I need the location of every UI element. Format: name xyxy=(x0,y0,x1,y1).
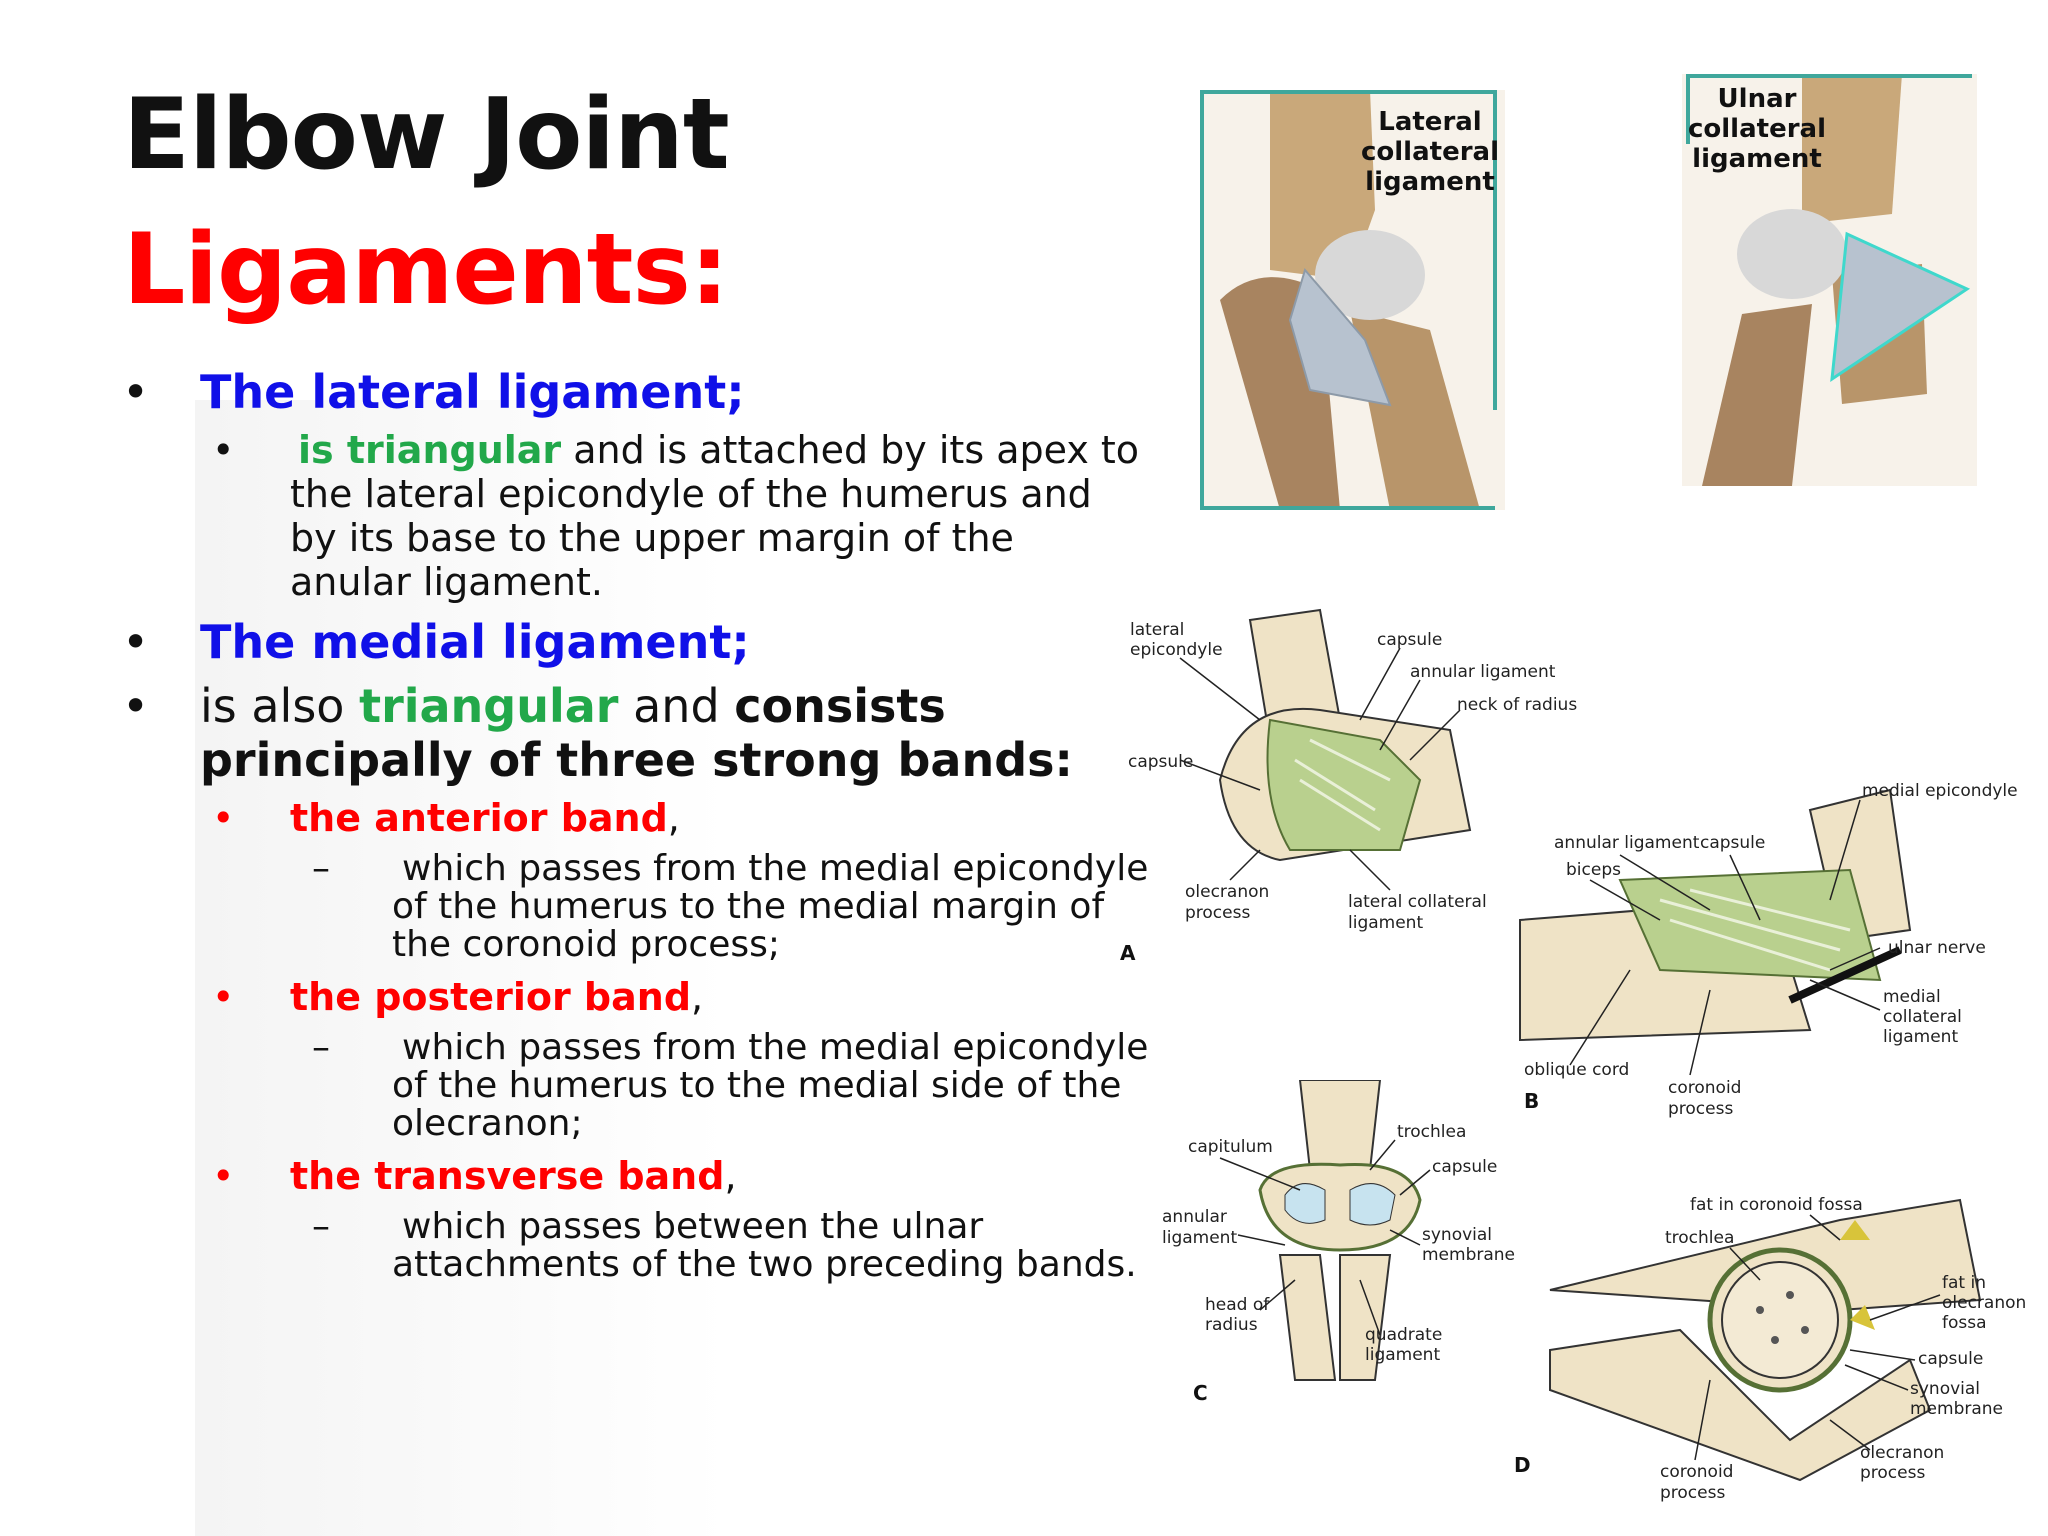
band-anterior-desc1: which passes from the medial epicondyle xyxy=(402,848,1149,889)
d-olecranon-1: olecranon xyxy=(1860,1443,1944,1463)
diagram-d: fat in coronoid fossa trochlea fat in ol… xyxy=(1514,1195,2026,1503)
band-anterior-desc2: of the humerus to the medial margin of xyxy=(392,886,1105,927)
b-annular: annular ligament xyxy=(1554,833,1700,853)
lateral-collateral-figure: Lateral collateral ligament xyxy=(1200,90,1505,510)
b-mcl-2: collateral xyxy=(1883,1007,1962,1027)
b-ulnar-nerve: ulnar nerve xyxy=(1888,938,1986,958)
b-medial-epicondyle: medial epicondyle xyxy=(1862,781,2018,801)
b-mcl-1: medial xyxy=(1883,987,1941,1007)
medial-desc-line1: is also triangular and consists xyxy=(200,679,946,733)
ulnar-photo-label-2: collateral xyxy=(1688,114,1826,144)
band-transverse-title: the transverse band, xyxy=(290,1154,737,1198)
diagram-c: trochlea capitulum capsule annular ligam… xyxy=(1162,1080,1515,1405)
c-letter: C xyxy=(1193,1381,1208,1405)
band-posterior-desc1: which passes from the medial epicondyle xyxy=(402,1027,1149,1068)
d-fat-olecranon-2: olecranon xyxy=(1942,1293,2026,1313)
c-capsule: capsule xyxy=(1432,1157,1497,1177)
d-capsule: capsule xyxy=(1918,1349,1983,1369)
background-shade xyxy=(195,400,1085,1536)
c-annular-2: ligament xyxy=(1162,1228,1237,1248)
bullet-dot: • xyxy=(122,615,150,669)
a-neck: neck of radius xyxy=(1457,695,1577,715)
d-fat-coronoid: fat in coronoid fossa xyxy=(1690,1195,1863,1215)
ulnar-photo-label-1: Ulnar xyxy=(1718,84,1797,114)
band-posterior-desc2: of the humerus to the medial side of the xyxy=(392,1065,1122,1106)
d-synovial-2: membrane xyxy=(1910,1399,2003,1419)
a-capsule-top: capsule xyxy=(1377,630,1442,650)
ulnar-collateral-figure: Ulnar collateral ligament xyxy=(1682,74,1977,486)
d-fat-olecranon-3: fossa xyxy=(1942,1313,1987,1333)
dash: – xyxy=(312,1206,330,1247)
b-biceps: biceps xyxy=(1566,860,1621,880)
d-trochlea: trochlea xyxy=(1665,1228,1734,1248)
b-oblique: oblique cord xyxy=(1524,1060,1629,1080)
diagram-a: lateral epicondyle capsule annular ligam… xyxy=(1120,608,1577,965)
a-lateral-epicondyle-1: lateral xyxy=(1130,620,1184,640)
diagram-b: medial epicondyle annular ligament capsu… xyxy=(1519,781,2018,1119)
band-posterior-desc3: olecranon; xyxy=(392,1103,583,1144)
d-synovial-1: synovial xyxy=(1910,1379,1980,1399)
d-fat-olecranon-1: fat in xyxy=(1942,1273,1986,1293)
a-lcl-2: ligament xyxy=(1348,913,1423,933)
c-trochlea: trochlea xyxy=(1397,1122,1466,1142)
slide-subtitle: Ligaments: xyxy=(123,213,729,327)
medial-heading: The medial ligament; xyxy=(200,615,750,669)
lateral-heading: The lateral ligament; xyxy=(200,365,745,419)
band-transverse-desc2: attachments of the two preceding bands. xyxy=(392,1244,1137,1285)
lateral-desc-line2: the lateral epicondyle of the humerus an… xyxy=(290,472,1092,516)
lateral-desc-line1: is triangular and is attached by its ape… xyxy=(298,428,1140,472)
a-lcl-1: lateral collateral xyxy=(1348,892,1487,912)
b-letter: B xyxy=(1524,1089,1539,1113)
c-synovial-2: membrane xyxy=(1422,1245,1515,1265)
bullet-dot: • xyxy=(212,975,235,1019)
c-head-1: head of xyxy=(1205,1295,1270,1315)
c-head-2: radius xyxy=(1205,1315,1258,1335)
dash: – xyxy=(312,1027,330,1068)
a-lateral-epicondyle-2: epicondyle xyxy=(1130,640,1223,660)
d-olecranon-2: process xyxy=(1860,1463,1925,1483)
a-olecranon-1: olecranon xyxy=(1185,882,1269,902)
a-capsule-left: capsule xyxy=(1128,752,1193,772)
c-capitulum: capitulum xyxy=(1188,1137,1273,1157)
d-letter: D xyxy=(1514,1453,1531,1477)
band-transverse-desc1: which passes between the ulnar xyxy=(402,1206,984,1247)
bullet-dot: • xyxy=(212,428,235,472)
slide-title: Elbow Joint xyxy=(123,78,730,192)
a-letter: A xyxy=(1120,941,1136,965)
dash: – xyxy=(312,848,330,889)
d-coronoid-2: process xyxy=(1660,1483,1725,1503)
band-posterior-title: the posterior band, xyxy=(290,975,704,1019)
lateral-desc-line3: by its base to the upper margin of the xyxy=(290,516,1014,560)
d-coronoid-1: coronoid xyxy=(1660,1462,1733,1482)
band-anterior-desc3: the coronoid process; xyxy=(392,924,780,965)
c-annular-1: annular xyxy=(1162,1207,1227,1227)
lateral-photo-label-1: Lateral xyxy=(1378,107,1481,137)
b-coronoid-2: process xyxy=(1668,1099,1733,1119)
lateral-photo-label-2: collateral xyxy=(1361,137,1499,167)
c-synovial-1: synovial xyxy=(1422,1225,1492,1245)
c-quadrate-2: ligament xyxy=(1365,1345,1440,1365)
bullet-dot: • xyxy=(122,679,150,733)
ulnar-photo-label-3: ligament xyxy=(1692,144,1822,174)
lateral-photo-label-3: ligament xyxy=(1365,167,1495,197)
lateral-desc-line4: anular ligament. xyxy=(290,560,603,604)
a-annular: annular ligament xyxy=(1410,662,1556,682)
medial-desc-line2: principally of three strong bands: xyxy=(200,733,1073,787)
b-mcl-3: ligament xyxy=(1883,1027,1958,1047)
band-anterior-title: the anterior band, xyxy=(290,796,680,840)
bullet-dot: • xyxy=(212,796,235,840)
bullet-dot: • xyxy=(122,365,150,419)
bullet-dot: • xyxy=(212,1154,235,1198)
b-capsule: capsule xyxy=(1700,833,1765,853)
a-olecranon-2: process xyxy=(1185,903,1250,923)
c-quadrate-1: quadrate xyxy=(1365,1325,1442,1345)
b-coronoid-1: coronoid xyxy=(1668,1078,1741,1098)
